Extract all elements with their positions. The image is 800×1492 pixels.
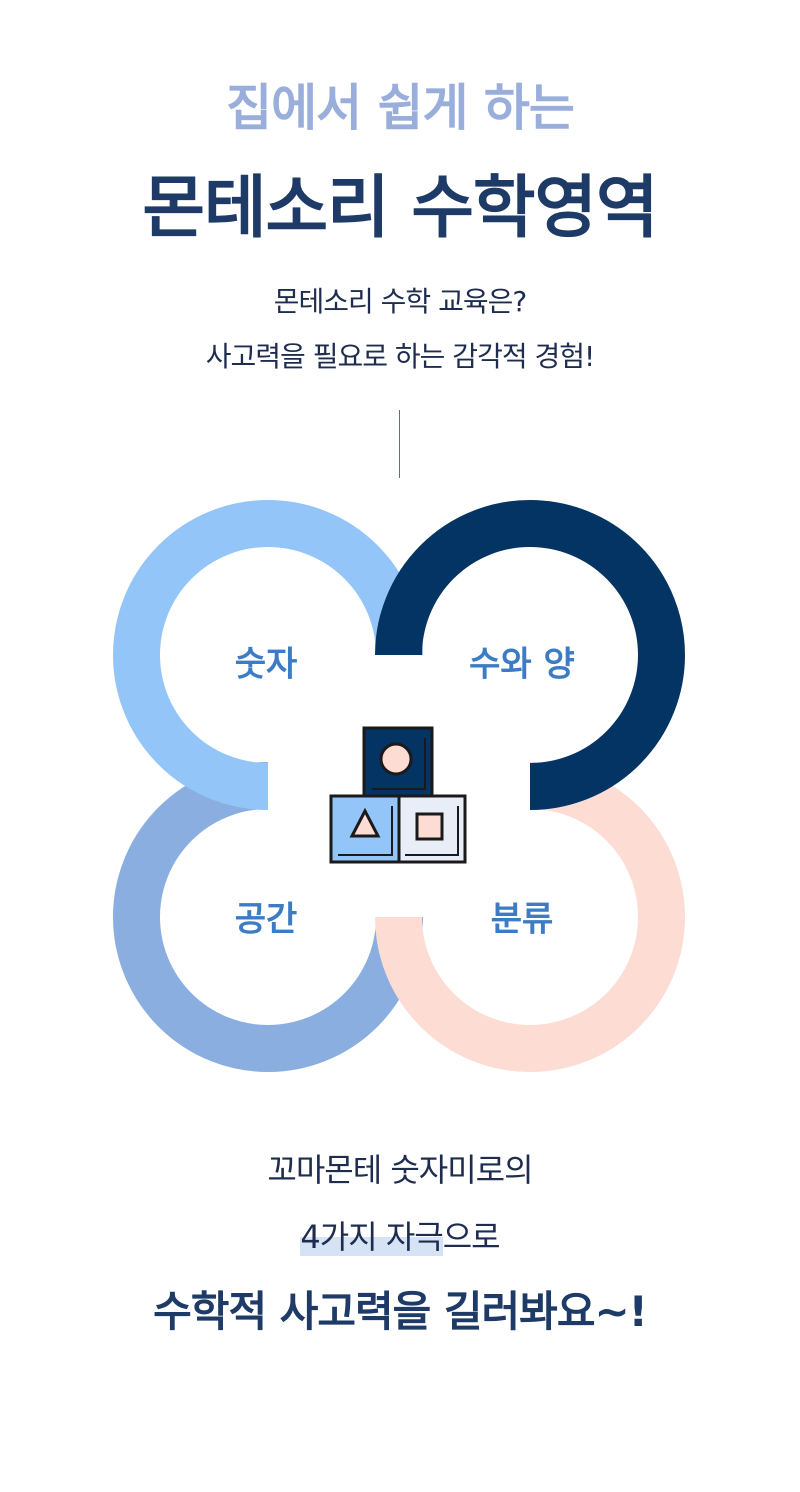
petal-ring-space xyxy=(113,762,423,1072)
petal-label-quantity: 수와 양 xyxy=(469,644,575,685)
page-title: 몬테소리 수학영역 xyxy=(142,169,658,248)
vertical-divider xyxy=(399,410,400,478)
circle-shape-icon xyxy=(379,742,413,776)
closing-line-2-rest: 으로 xyxy=(442,1218,501,1256)
closing-headline: 수학적 사고력을 길러봐요~! xyxy=(153,1287,648,1336)
highlighted-text: 4가지 자극 xyxy=(300,1218,444,1256)
shape-blocks-icon xyxy=(329,726,467,864)
petal-label-classification: 분류 xyxy=(490,899,554,940)
petal-ring-quantity xyxy=(375,500,685,810)
triangle-shape-icon xyxy=(349,807,381,838)
petal-label-number: 숫자 xyxy=(234,644,298,685)
petal-ring-number xyxy=(113,500,423,810)
eyebrow-heading: 집에서 쉽게 하는 xyxy=(226,79,575,137)
subtitle-line-2: 사고력을 필요로 하는 감각적 경험! xyxy=(205,340,595,373)
square-shape-icon xyxy=(415,812,444,841)
closing-line-1: 꼬마몬테 숫자미로의 xyxy=(267,1151,533,1189)
petal-label-space: 공간 xyxy=(234,899,298,940)
closing-line-2: 4가지 자극으로 xyxy=(0,1212,800,1258)
subtitle-line-1: 몬테소리 수학 교육은? xyxy=(273,285,528,318)
petal-ring-classification xyxy=(375,762,685,1072)
